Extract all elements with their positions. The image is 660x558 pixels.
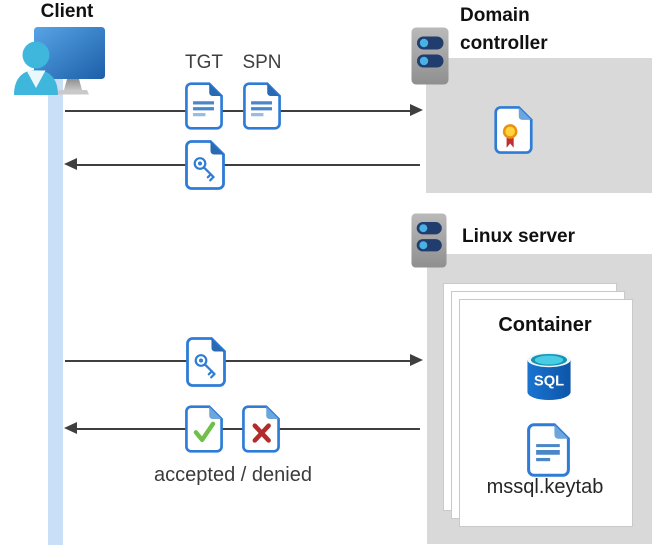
sql-badge-text: SQL [534,373,564,389]
arrowhead-left-icon [64,422,77,434]
monitor-screen [34,27,105,79]
linux-server-label: Linux server [462,226,575,247]
keytab-document-icon [527,423,570,477]
client-computer-icon [14,27,105,95]
person-head [22,41,50,69]
arrow-tgt-spn-request [65,104,423,118]
monitor-stand [64,79,82,90]
sql-database-icon: SQL [527,352,571,401]
tgt-document-icon [185,82,223,130]
sql-cylinder-top [534,355,564,365]
arrow-ticket-response [64,158,420,172]
domain-controller-label: Domain controller [460,5,548,54]
ticket-key-document-icon-2 [186,337,226,387]
monitor-base [57,90,89,95]
arrow-ticket-request [65,354,423,368]
arrowhead-right-icon [410,104,423,116]
sql-cylinder-body [527,359,571,401]
person-collar [26,70,46,88]
spn-document-icon [243,82,281,130]
domain-controller-server-icon [411,27,449,85]
linux-server-icon [411,213,447,268]
arrowhead-right-icon [410,354,423,366]
spn-label: SPN [242,52,282,73]
certificate-document-icon [494,106,533,154]
ticket-key-document-icon [185,140,225,190]
certificate-seal [502,124,518,139]
arrowhead-left-icon [64,158,77,170]
keytab-label: mssql.keytab [486,476,604,498]
client-lifeline [48,74,63,545]
accepted-document-icon [185,405,223,453]
domain-controller-box [426,58,652,193]
container-card [459,299,633,527]
accepted-denied-label: accepted / denied [154,464,312,486]
denied-document-icon [242,405,280,453]
tgt-label: TGT [185,52,223,73]
client-label: Client [40,1,94,22]
container-label: Container [498,314,592,336]
checkmark-icon [193,421,216,443]
x-icon [252,423,271,443]
